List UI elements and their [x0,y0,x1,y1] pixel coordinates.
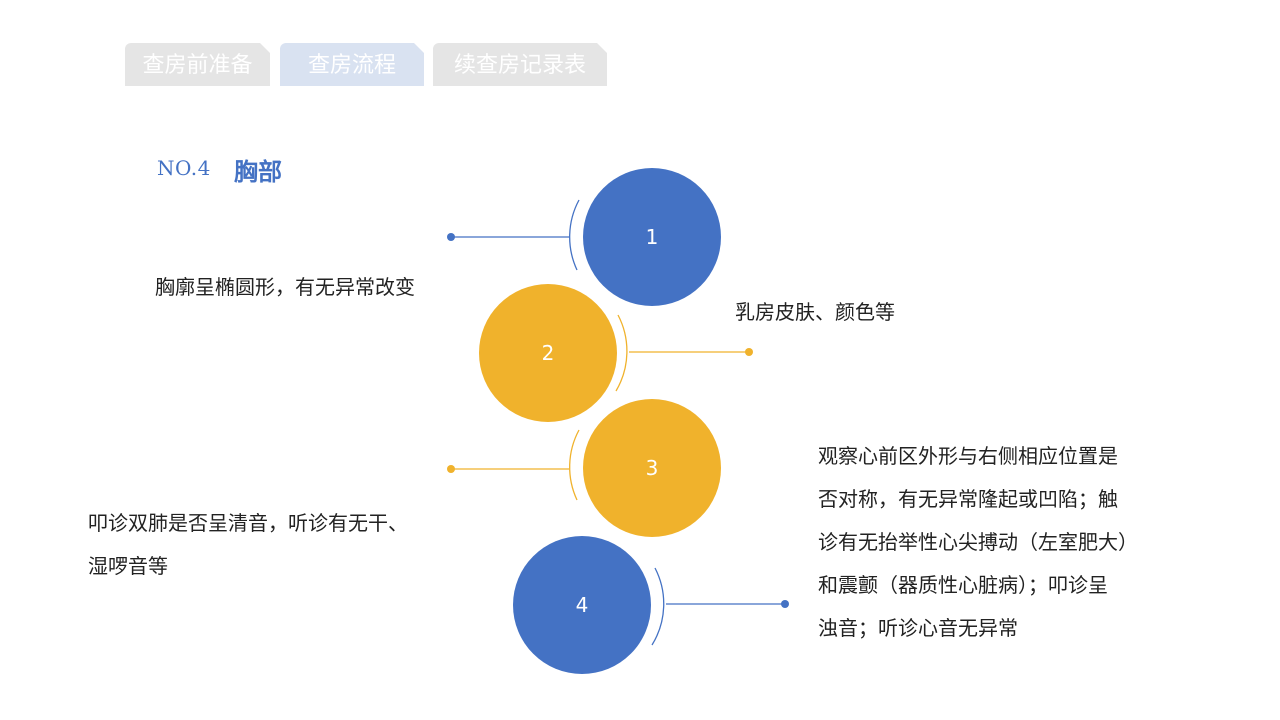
step-2-circle: 2 [479,284,617,422]
step-4-line: 诊有无抬举性心尖搏动（左室肥大） [818,530,1138,554]
step-3-number: 3 [645,456,659,480]
section-number: NO.4 [157,156,211,180]
step-4-line: 和震颤（器质性心脏病）；叩诊呈 [818,573,1108,597]
step-3-line: 湿啰音等 [88,554,168,578]
step-3-line: 叩诊双肺是否呈清音，听诊有无干、 [88,511,408,535]
tab-pre-rounds-preparation[interactable]: 查房前准备 [125,43,270,86]
step-4-description: 观察心前区外形与右侧相应位置是 否对称，有无异常隆起或凹陷；触 诊有无抬举性心尖… [818,435,1138,650]
step-1-connector [447,199,580,271]
step-2-connector [615,314,753,392]
step-4-number: 4 [575,593,589,617]
step-3-description: 叩诊双肺是否呈清音，听诊有无干、 湿啰音等 [88,502,408,588]
step-4-line: 否对称，有无异常隆起或凹陷；触 [818,487,1118,511]
step-4-connector [651,567,789,646]
step-2-number: 2 [541,341,555,365]
tab-label: 查房前准备 [142,53,253,78]
step-1-description: 胸廓呈椭圆形，有无异常改变 [155,275,415,299]
step-1-number: 1 [645,225,659,249]
step-4-line: 浊音；听诊心音无异常 [818,616,1018,640]
step-4-circle: 4 [513,536,651,674]
step-4-line: 观察心前区外形与右侧相应位置是 [818,444,1118,468]
tab-label: 续查房记录表 [453,53,586,78]
step-3-connector [447,429,580,501]
section-title: 胸部 [234,158,282,186]
step-1-circle: 1 [583,168,721,306]
step-3-circle: 3 [583,399,721,537]
tab-label: 查房流程 [307,53,396,78]
step-2-description: 乳房皮肤、颜色等 [735,300,895,324]
tab-rounds-process[interactable]: 查房流程 [280,43,424,86]
tab-rounds-record-form[interactable]: 续查房记录表 [433,43,607,86]
